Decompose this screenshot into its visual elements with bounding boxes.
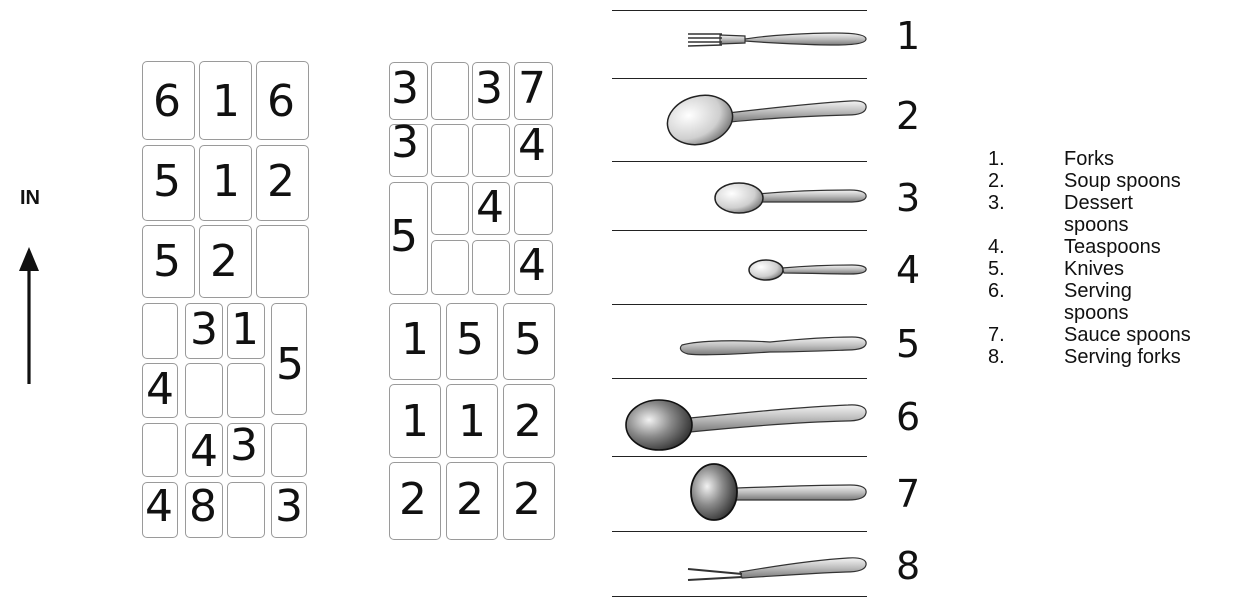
utensil-number: 4 [896, 251, 920, 289]
legend-text: Knives [1064, 258, 1124, 280]
legend-number: 4. [988, 236, 1005, 258]
utensil-number: 3 [896, 179, 920, 217]
legend-text-continued: spoons [1064, 302, 1129, 324]
legend-text: Sauce spoons [1064, 324, 1191, 346]
legend-text: Serving forks [1064, 346, 1181, 368]
teaspoon-icon [749, 260, 866, 280]
utensil-number: 6 [896, 398, 920, 436]
serving-spoon-icon [626, 400, 866, 450]
legend-number: 8. [988, 346, 1005, 368]
legend-text: Dessert [1064, 192, 1133, 214]
legend-text-continued: spoons [1064, 214, 1129, 236]
serving-fork-icon [688, 558, 866, 580]
legend-number: 2. [988, 170, 1005, 192]
dessert-spoon-icon [715, 183, 866, 213]
legend-text: Serving [1064, 280, 1132, 302]
utensil-number: 5 [896, 325, 920, 363]
legend-number: 5. [988, 258, 1005, 280]
sauce-spoon-icon [691, 464, 866, 520]
legend-number: 3. [988, 192, 1005, 214]
legend-text: Forks [1064, 148, 1114, 170]
legend-number: 1. [988, 148, 1005, 170]
utensil-number: 8 [896, 547, 920, 585]
utensil-number: 1 [896, 17, 920, 55]
utensil-number: 7 [896, 475, 920, 513]
legend-text: Teaspoons [1064, 236, 1161, 258]
utensil-number: 2 [896, 97, 920, 135]
soup-spoon-icon [662, 89, 866, 152]
legend-text: Soup spoons [1064, 170, 1181, 192]
legend-number: 7. [988, 324, 1005, 346]
legend-number: 6. [988, 280, 1005, 302]
fork-icon [688, 33, 866, 46]
knife-icon [680, 337, 866, 355]
